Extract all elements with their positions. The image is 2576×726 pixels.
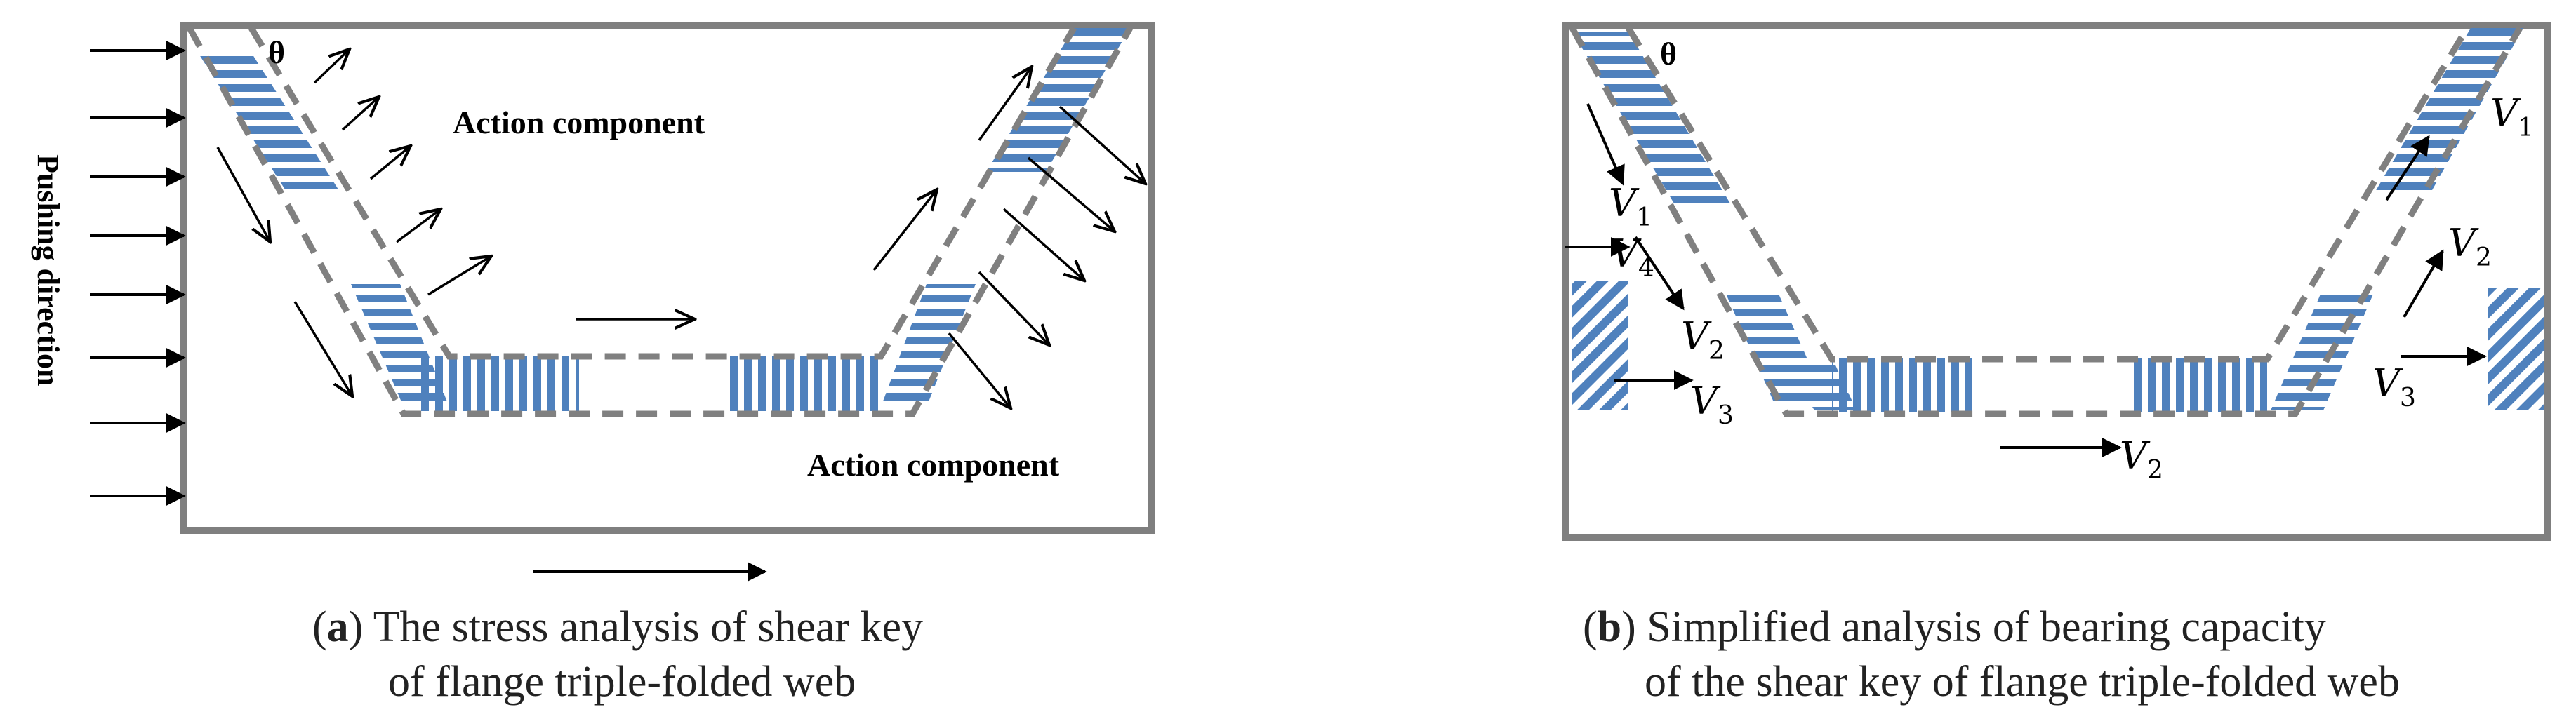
panel-b-stripe-right-wall — [2488, 288, 2544, 410]
action-arrow-l1 — [313, 49, 350, 84]
panel-b-caption-line2: of the shear key of flange triple-folded… — [1645, 658, 2400, 706]
panel-b-caption: (b) Simplified analysis of bearing capac… — [1583, 600, 2400, 709]
panel-b-stripe-bottom-right — [2127, 358, 2267, 412]
slide-arrow-l1 — [216, 147, 270, 242]
panel-a-stripe-lower-right — [881, 284, 976, 407]
panel-b-theta-label: θ — [1660, 36, 1677, 72]
v2-left-arrow — [1634, 236, 1685, 311]
panel-a-caption: (a) The stress analysis of shear key of … — [312, 600, 923, 709]
panel-a-caption-letter: a — [326, 603, 349, 651]
action-component-bottom: Action component — [807, 447, 1060, 483]
v2-bottom-label: V2 — [2120, 433, 2163, 485]
action-arrow-r3 — [1058, 105, 1146, 184]
action-arrow-l3 — [369, 146, 411, 180]
panel-a-stripe-bottom-right — [730, 356, 881, 411]
v2-left-label: V2 — [1681, 314, 1725, 365]
action-arrow-r7 — [948, 332, 1011, 408]
v2-right-label: V2 — [2448, 221, 2492, 272]
v1-left-arrow — [1586, 103, 1625, 186]
v2-right-arrow — [2403, 249, 2444, 318]
panel-a-caption-line1: (a) The stress analysis of shear key — [312, 603, 924, 651]
action-arrow-l4 — [395, 209, 441, 243]
panel-a-pushing-arrows — [90, 41, 186, 506]
panel-b-stripe-top-right — [2372, 28, 2523, 196]
panel-b-stripe-bottom-left — [1832, 358, 1972, 412]
panel-b-caption-letter: b — [1597, 603, 1622, 651]
action-arrow-r5 — [1002, 208, 1084, 281]
panel-b-stripe-top-left — [1572, 32, 1730, 203]
action-component-top: Action component — [453, 105, 705, 140]
panel-b-web-outline-inner — [1626, 26, 2470, 363]
panel-b-caption-text1: Simplified analysis of bearing capacity — [1647, 603, 2326, 651]
v1-right-arrow — [2385, 135, 2430, 201]
v4-label: V4 — [1611, 231, 1654, 283]
panel-a-stripe-top-right — [986, 28, 1130, 172]
action-arrow-l2 — [341, 97, 379, 131]
action-arrow-r6 — [978, 271, 1049, 345]
v3-left-label: V3 — [1690, 379, 1734, 430]
v3-right-label: V3 — [2372, 361, 2416, 412]
panel-a-caption-line2: of flange triple-folded web — [388, 658, 856, 706]
panel-b-force-arrows — [1565, 103, 2487, 457]
panel-b-web-outline-outer — [1569, 26, 2523, 417]
action-arrow-r2 — [978, 67, 1032, 142]
panel-a-action-arrows — [216, 49, 1146, 408]
panel-b-frame — [1562, 22, 2551, 541]
action-arrow-l5 — [427, 256, 491, 296]
panel-b-stripe-left-wall — [1572, 281, 1628, 410]
panel-a-frame — [180, 22, 1155, 534]
v1-left-label: V1 — [1609, 181, 1652, 232]
panel-a-theta-label: θ — [268, 34, 285, 70]
v1-right-label: V1 — [2490, 91, 2534, 142]
panel-b: θ V1 V4 V2 V3 V2 V1 V2 V3 — [1562, 22, 2551, 541]
slide-arrow-l2 — [293, 301, 352, 396]
panel-a-web-outline-outer — [187, 26, 1133, 417]
action-arrow-r1 — [872, 189, 937, 271]
panel-b-stripe-lower-right — [2271, 288, 2376, 410]
panel-a-stripe-top-left — [198, 53, 338, 189]
panel-a-caption-text1: The stress analysis of shear key — [373, 603, 924, 651]
panel-a: θ Pushing direction — [31, 22, 1155, 582]
action-arrow-r4 — [1027, 156, 1115, 231]
panel-b-caption-line1: (b) Simplified analysis of bearing capac… — [1583, 603, 2326, 651]
pushing-direction-label: Pushing direction — [31, 154, 65, 386]
panel-a-stripe-bottom-left — [421, 356, 579, 411]
